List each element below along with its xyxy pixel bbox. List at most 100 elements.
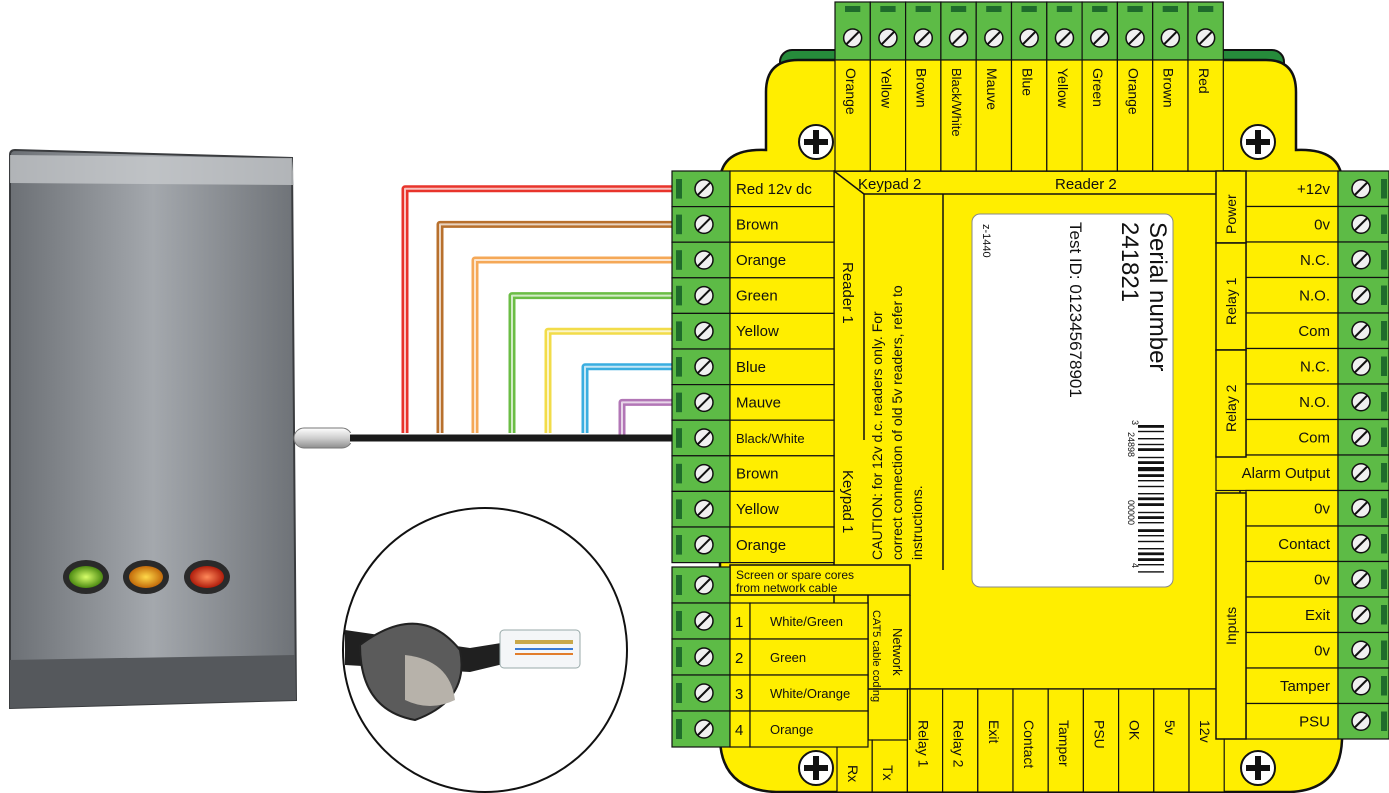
right-terminal-label: Com xyxy=(1298,323,1330,340)
right-terminal-label: N.C. xyxy=(1300,252,1330,269)
terminal-label-box xyxy=(1245,312,1339,350)
caution-note: CAUTION: for 12v d.c. readers only. For … xyxy=(869,285,925,560)
barcode-bar xyxy=(1138,474,1164,477)
group-label-network: Network xyxy=(890,628,905,676)
barcode-bar xyxy=(1138,456,1164,459)
left-terminal-label: Black/White xyxy=(736,431,805,446)
terminal-clip xyxy=(1381,605,1387,625)
barcode-bar xyxy=(1138,493,1164,495)
barcode-bar xyxy=(1138,511,1164,514)
barcode-bar xyxy=(1138,461,1164,464)
screw-slot xyxy=(697,431,711,445)
barcode-bar xyxy=(1138,522,1164,524)
barcode-bar xyxy=(1138,571,1164,573)
terminal-label-box xyxy=(729,526,835,564)
top-terminal-label: Red xyxy=(1196,68,1212,94)
network-row-label: White/Green xyxy=(770,614,843,629)
screen-label-2: from network cable xyxy=(736,581,838,595)
terminal-clip xyxy=(1381,250,1387,270)
screw-slot xyxy=(1354,395,1368,409)
screw-slot xyxy=(697,650,711,664)
left-terminal-label: Orange xyxy=(736,252,786,269)
barcode-bar xyxy=(1138,535,1164,537)
screw-slot xyxy=(1198,31,1213,45)
screw-slot xyxy=(916,31,930,45)
caution-line-3: instructions. xyxy=(909,485,925,560)
group-label-relay2: Relay 2 xyxy=(1223,384,1239,432)
left-terminal-label: Yellow xyxy=(736,323,779,340)
terminal-clip xyxy=(676,250,682,270)
terminal-clip xyxy=(676,428,682,448)
screw-slot xyxy=(1163,31,1178,45)
right-terminal-label: 0v xyxy=(1314,642,1330,659)
terminal-clip xyxy=(1381,498,1387,518)
network-row-number: 4 xyxy=(735,722,743,739)
terminal-label-box xyxy=(729,419,835,457)
terminal-clip xyxy=(676,575,682,595)
left-terminal-label: Orange xyxy=(736,537,786,554)
bottom-terminal-label: Rx xyxy=(845,765,861,782)
screw-slot xyxy=(697,182,711,196)
terminal-clip xyxy=(676,611,682,631)
terminal-label-box xyxy=(871,739,909,793)
terminal-clip xyxy=(676,214,682,235)
terminal-clip xyxy=(1381,463,1387,483)
network-row-label: Orange xyxy=(770,722,813,737)
right-terminal-label: Alarm Output xyxy=(1242,465,1331,482)
network-row-number: 2 xyxy=(735,650,743,667)
top-terminal-label: Mauve xyxy=(984,68,1000,110)
terminal-label-box xyxy=(1082,688,1120,793)
left-terminal-block: Red 12v dcBrownOrangeGreenYellowBlueMauv… xyxy=(671,170,835,564)
terminal-label-box xyxy=(729,490,835,528)
green-led-icon xyxy=(69,566,103,588)
right-terminal-label: Tamper xyxy=(1280,678,1330,695)
terminal-label-box xyxy=(904,59,942,172)
serial-number: 241821 xyxy=(1116,222,1143,302)
screw-slot xyxy=(697,466,711,481)
barcode-bar xyxy=(1138,485,1164,488)
screw-cross xyxy=(1246,130,1270,154)
network-label-box xyxy=(749,638,869,676)
bottom-terminal-label: Exit xyxy=(986,720,1002,743)
terminal-label-box xyxy=(1046,59,1083,172)
right-group-labels: Power Relay 1 Relay 2 Inputs xyxy=(1215,170,1247,740)
terminal-label-box xyxy=(869,59,907,172)
terminal-label-box xyxy=(729,312,835,350)
barcode-bar xyxy=(1138,564,1164,566)
terminal-clip xyxy=(676,647,682,667)
screw-slot xyxy=(1354,466,1368,480)
screw-slot xyxy=(697,614,711,628)
group-label-inputs: Inputs xyxy=(1223,607,1239,645)
bottom-terminal-label: Relay 2 xyxy=(951,720,967,768)
terminal-clip xyxy=(676,535,682,555)
terminal-clip xyxy=(1127,6,1143,12)
terminal-clip xyxy=(1381,285,1387,305)
screw-slot xyxy=(1128,31,1142,45)
screw-slot xyxy=(845,31,860,45)
left-terminal-label: Green xyxy=(736,288,778,305)
network-row-label: White/Orange xyxy=(770,686,850,701)
terminal-clip xyxy=(676,683,682,703)
terminal-clip xyxy=(676,499,682,519)
group-label-reader2: Reader 2 xyxy=(1055,176,1117,193)
terminal-clip xyxy=(1381,534,1387,554)
screw-slot xyxy=(1354,501,1368,515)
crimp-tool-inset xyxy=(342,507,628,793)
barcode-bar xyxy=(1138,448,1164,451)
terminal-clip xyxy=(676,392,682,413)
terminal-label-box xyxy=(1245,489,1339,527)
left-terminal-label: Brown xyxy=(736,466,779,483)
screw-slot xyxy=(1354,608,1368,622)
screw-slot xyxy=(881,31,895,45)
barcode-bar xyxy=(1138,430,1164,433)
barcode-digit-4: 4 xyxy=(1130,563,1140,568)
screw-slot xyxy=(1057,31,1072,45)
terminal-clip xyxy=(676,463,682,484)
test-id: Test ID: 012345678901 xyxy=(1066,222,1085,398)
terminal-clip xyxy=(1381,427,1387,447)
barcode-bar xyxy=(1138,480,1164,482)
network-label-box xyxy=(749,602,869,640)
terminal-clip xyxy=(1381,569,1387,589)
right-terminal-label: +12v xyxy=(1297,181,1330,198)
